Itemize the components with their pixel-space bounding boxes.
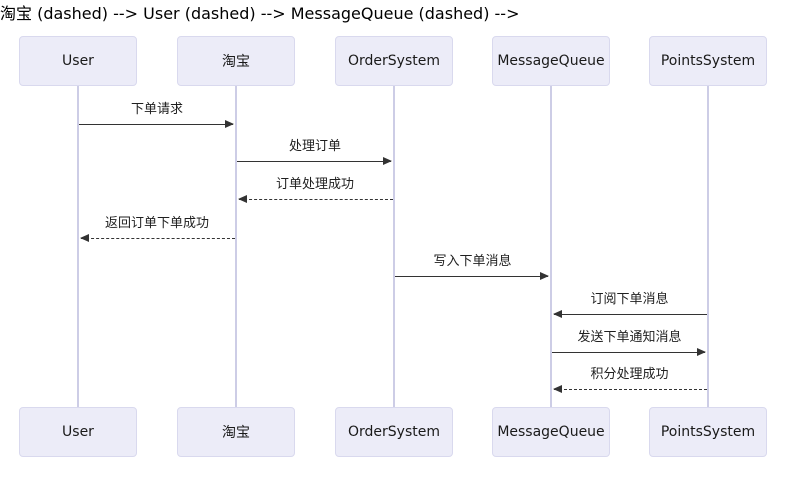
participant-messagequeue-bottom: MessageQueue bbox=[492, 407, 610, 457]
arrowhead-left-icon bbox=[80, 234, 89, 242]
message-arrow bbox=[80, 234, 235, 242]
participant-label: User bbox=[62, 53, 94, 69]
lifeline-messagequeue bbox=[550, 86, 552, 407]
arrowhead-right-icon bbox=[225, 120, 234, 128]
lifeline-user bbox=[77, 86, 79, 407]
lifeline-taobao bbox=[235, 86, 237, 407]
participant-label: PointsSystem bbox=[660, 53, 756, 69]
participant-taobao-bottom: 淘宝 bbox=[177, 407, 295, 457]
participant-label: MessageQueue bbox=[497, 53, 605, 69]
message-label: 发送下单通知消息 bbox=[577, 330, 682, 345]
message-label: 处理订单 bbox=[288, 139, 341, 154]
participant-ordersystem-top: OrderSystem bbox=[335, 36, 453, 86]
message-arrow bbox=[552, 348, 706, 356]
arrowhead-left-icon bbox=[238, 195, 247, 203]
message-label: 订单处理成功 bbox=[275, 177, 354, 192]
participant-label: 淘宝 bbox=[222, 425, 250, 441]
message-arrow bbox=[238, 195, 393, 203]
participant-messagequeue-top: MessageQueue bbox=[492, 36, 610, 86]
participant-label: User bbox=[62, 424, 94, 440]
message-label: 积分处理成功 bbox=[590, 367, 669, 382]
participant-label: 淘宝 bbox=[222, 54, 250, 70]
participant-taobao-top: 淘宝 bbox=[177, 36, 295, 86]
participant-user-bottom: User bbox=[19, 407, 137, 457]
lifeline-pointssystem bbox=[707, 86, 709, 407]
participant-user-top: User bbox=[19, 36, 137, 86]
participant-pointssystem-top: PointsSystem bbox=[649, 36, 767, 86]
message-label: 写入下单消息 bbox=[433, 254, 512, 269]
lifeline-ordersystem bbox=[393, 86, 395, 407]
message-label: 订阅下单消息 bbox=[590, 292, 669, 307]
message-arrow bbox=[79, 120, 234, 128]
message-arrow bbox=[237, 157, 392, 165]
participant-label: OrderSystem bbox=[348, 53, 440, 69]
participant-label: MessageQueue bbox=[497, 424, 605, 440]
message-label: 下单请求 bbox=[130, 102, 183, 117]
participant-pointssystem-bottom: PointsSystem bbox=[649, 407, 767, 457]
participant-ordersystem-bottom: OrderSystem bbox=[335, 407, 453, 457]
participant-label: PointsSystem bbox=[660, 424, 756, 440]
arrowhead-left-icon bbox=[553, 310, 562, 318]
arrowhead-right-icon bbox=[383, 157, 392, 165]
arrowhead-right-icon bbox=[540, 272, 549, 280]
message-arrow bbox=[553, 310, 707, 318]
arrowhead-left-icon bbox=[553, 385, 562, 393]
participant-label: OrderSystem bbox=[348, 424, 440, 440]
message-arrow bbox=[395, 272, 549, 280]
arrowhead-right-icon bbox=[697, 348, 706, 356]
message-label: 返回订单下单成功 bbox=[104, 216, 209, 231]
message-arrow bbox=[553, 385, 707, 393]
